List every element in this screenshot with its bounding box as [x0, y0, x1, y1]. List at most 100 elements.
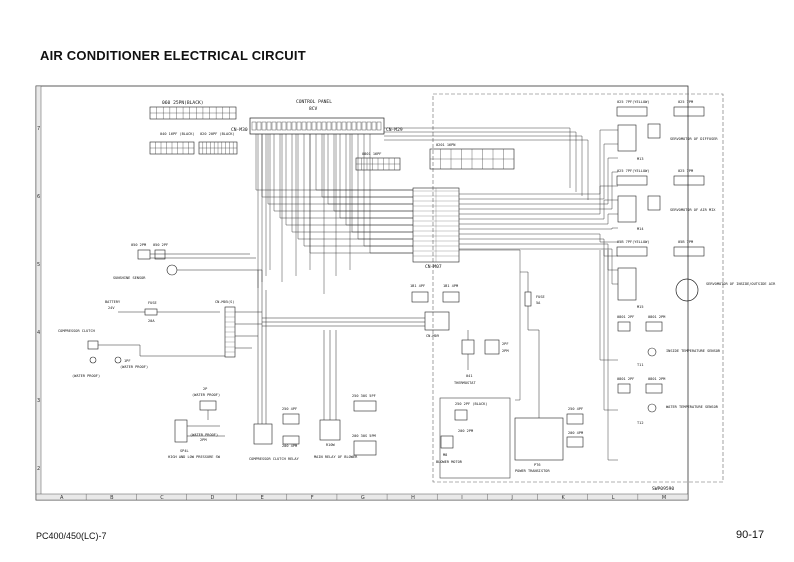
sunshine-sensor: 050 2PM 050 2PF SUNSHINE SENSOR: [113, 243, 262, 280]
panel-pin: [356, 121, 362, 131]
pressure-waterproof: (WATER PROOF): [192, 393, 220, 397]
thermostat-label: THERMOSTAT: [454, 381, 476, 385]
panel-pin: [306, 121, 312, 131]
connector-0201-label: 0201 16PN: [436, 143, 455, 147]
upper-run: [384, 127, 571, 188]
blower-2pm: 200 2PM: [458, 429, 474, 433]
panel-pin: [296, 121, 302, 131]
transistor-id: PT6: [534, 463, 541, 467]
unit-enclosure: [432, 93, 724, 483]
connector-0801: 0801 16PF: [355, 152, 401, 171]
compressor-clutch: COMPRESSOR CLUTCH (WATER PROOF) 1PF (WAT…: [58, 329, 225, 378]
panel-pin: [366, 121, 372, 131]
bus-wire: [315, 134, 413, 191]
fuse-label: FUSE: [148, 301, 157, 305]
harness-wire: [459, 171, 618, 210]
control-panel-voltage: 8CV: [309, 106, 318, 112]
panel-pin: [311, 121, 317, 131]
fuse-5a: FUSE 5A: [524, 272, 545, 330]
thermostat-id: 041: [466, 374, 473, 378]
bus-wire: [369, 134, 413, 254]
harness-wire: [459, 233, 618, 243]
fuse-5a-label: FUSE: [536, 295, 545, 299]
harness-wire: [459, 185, 618, 215]
panel-pin: [281, 121, 287, 131]
airmix-conn-2: 025 7PM: [678, 169, 694, 173]
pf1-waterproof-label: (WATER PROOF): [120, 365, 148, 369]
panel-pin: [251, 121, 257, 131]
connector-040: 040 16PF (BLACK): [149, 132, 195, 155]
harness-wire: [459, 238, 618, 257]
pressure-id: SP4L: [180, 449, 189, 453]
ruler-col-label: G: [361, 495, 365, 501]
connector-0801-label: 0801 16PF: [362, 152, 381, 156]
cn-m29-label: CN-M29: [386, 127, 403, 133]
pressure-2pm: 2PM: [200, 438, 207, 442]
pf1-label: 1PF: [124, 359, 131, 363]
harness-right: [384, 127, 618, 285]
power-transistor: 250 4PF 200 4PM PT6 POWER TRANSISTOR: [514, 329, 584, 473]
harness-wire: [459, 129, 618, 195]
ruler-col-label: H: [411, 495, 415, 501]
panel-pin: [286, 121, 292, 131]
bus-wire: [345, 134, 413, 226]
cn-m09-block: 1B1 4PF 1B1 4PM CN-M09: [262, 284, 460, 338]
bus-wire: [321, 134, 413, 198]
ruler-row-label: 5: [37, 262, 40, 268]
fuse-feed: [459, 249, 528, 273]
feeder-wire: [599, 250, 618, 361]
harness-wire: [459, 227, 618, 230]
comp-relay-200: 200 4PM: [282, 444, 298, 448]
fuse-5a-rating: 5A: [536, 301, 541, 305]
bus-wire: [267, 134, 413, 205]
inout-conn-2: 05B 7PM: [678, 240, 694, 244]
harness-wire: [459, 157, 618, 205]
harness-wire: [459, 243, 618, 271]
bus-wire: [261, 134, 413, 198]
panel-pin: [361, 121, 367, 131]
battery-circuit: BATTERY 24V FUSE 20A: [105, 300, 220, 323]
control-panel: CONTROL PANEL 8CV CN-M30 CN-M29: [231, 99, 403, 135]
fuse-rating-label: 20A: [148, 319, 155, 323]
blower-relay: 250 30S 5PF 200 30S 5PM R10W MAIN RELAY …: [314, 330, 377, 459]
blower-relay-250: 250 30S 5PF: [352, 394, 376, 398]
panel-pin: [266, 121, 272, 131]
panel-pin: [256, 121, 262, 131]
bus-wire: [333, 134, 413, 212]
diffuser-id: M13: [637, 157, 644, 161]
connector-020: 020 20PF (BLACK): [198, 132, 238, 155]
servomotor-airmix: 025 7PF(YELLOW) 025 7PM SERVOMOTOR OF AI…: [616, 169, 716, 231]
compressor-clutch-label: COMPRESSOR CLUTCH: [58, 329, 95, 333]
water-temp-sensor: 0801 2PF 0801 2PM WATER TEMPERATURE SENS…: [617, 377, 719, 425]
drawing-code: SWP09590: [652, 486, 674, 492]
upper-run: [384, 135, 583, 196]
panel-pin: [316, 121, 322, 131]
pressure-switch: 2P (WATER PROOF) 2PM (WATER PROOF) SP4L …: [168, 387, 225, 459]
sunshine-050f-label: 050 2PF: [153, 243, 168, 247]
inside-temp-sensor: 0801 2PF 0801 2PM INSIDE TEMPERATURE SEN…: [617, 315, 721, 367]
right-feeders: [515, 250, 618, 461]
ruler-col-label: K: [562, 495, 566, 501]
panel-pin: [341, 121, 347, 131]
panel-pin: [291, 121, 297, 131]
cn-m09-label: CN-M09: [426, 334, 439, 338]
blower-relay-200: 200 30S 5PM: [352, 434, 377, 438]
compressor-relay: 250 4PF 200 4PM COMPRESSOR CLUTCH RELAY: [249, 270, 300, 461]
left-ruler: [35, 85, 42, 501]
upper-run: [384, 139, 589, 200]
inside-id: T11: [637, 363, 644, 367]
panel-pin: [371, 121, 377, 131]
ruler-col-label: B: [110, 495, 114, 501]
water-conn: 0801 2PF: [617, 377, 634, 381]
pressure-waterproof-2: (WATER PROOF): [190, 433, 218, 437]
cn-m05-block: CN-M05(S): [215, 300, 262, 358]
blower-id: M8: [443, 453, 447, 457]
blower-2pf: 250 2PF (BLACK): [455, 402, 487, 406]
ruler-row-label: 4: [37, 330, 40, 336]
harness-wire: [459, 248, 618, 285]
battery-voltage-label: 24V: [108, 306, 115, 310]
diffuser-conn: 025 7PF(YELLOW): [617, 100, 649, 104]
transistor-label: POWER TRANSISTOR: [515, 469, 550, 473]
inside-label: INSIDE TEMPERATURE SENSOR: [666, 349, 721, 353]
inside-conn: 0801 2PF: [617, 315, 634, 319]
